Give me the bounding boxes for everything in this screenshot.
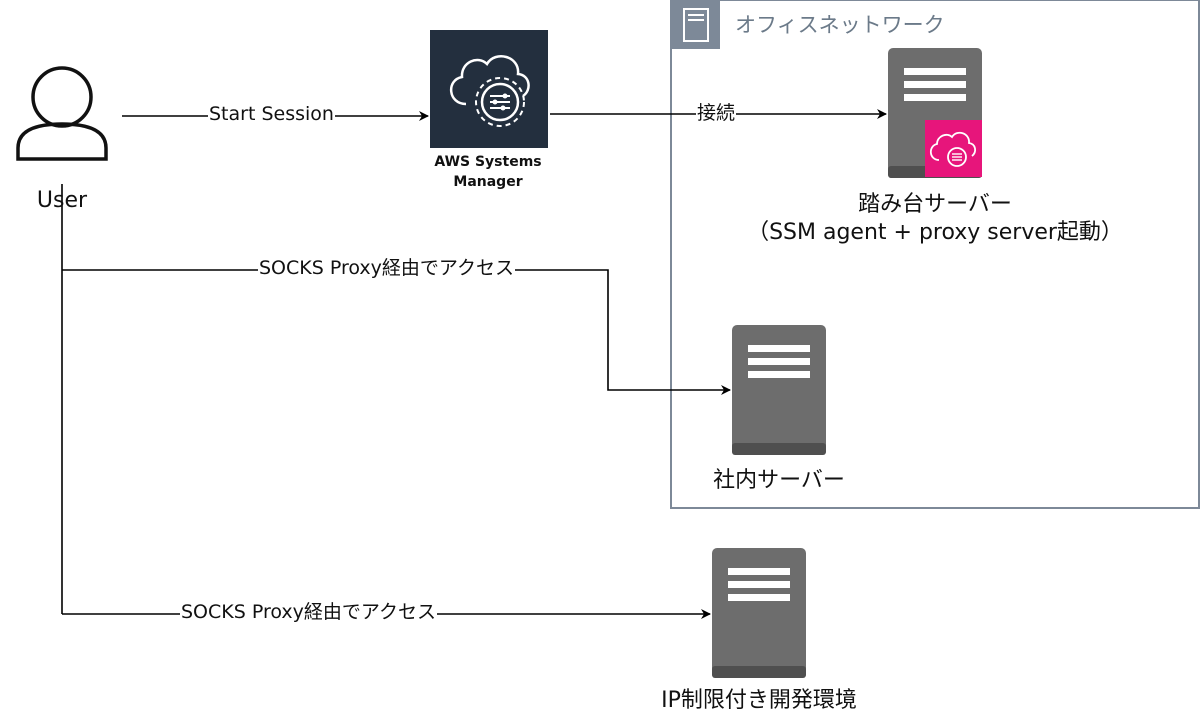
bastion-label-line1: 踏み台サーバー bbox=[858, 192, 1012, 217]
dev-environment-label: IP制限付き開発環境 bbox=[661, 688, 857, 713]
bastion-server-icon bbox=[888, 48, 982, 178]
office-network-group bbox=[670, 0, 1200, 509]
user-label: User bbox=[36, 188, 88, 213]
edge-label-connect: 接続 bbox=[696, 102, 737, 124]
bastion-label-line2: （SSM agent + proxy server起動） bbox=[747, 220, 1123, 245]
group-label: オフィスネットワーク bbox=[735, 13, 945, 37]
internal-server-label: 社内サーバー bbox=[713, 468, 845, 493]
edge-socks-internal bbox=[62, 269, 731, 395]
edge-label-start-session: Start Session bbox=[208, 103, 335, 125]
internal-server-icon bbox=[732, 325, 826, 455]
edge-label-socks-internal: SOCKS Proxy経由でアクセス bbox=[258, 257, 515, 279]
ssm-label-line2: Manager bbox=[453, 174, 523, 191]
systems-manager-badge-icon bbox=[925, 120, 982, 177]
edge-label-socks-dev: SOCKS Proxy経由でアクセス bbox=[180, 601, 437, 623]
ssm-label-line1: AWS Systems bbox=[434, 154, 542, 170]
server-rack-icon bbox=[683, 8, 709, 42]
user-icon bbox=[16, 66, 108, 161]
ssm-label: AWS Systems Manager bbox=[413, 152, 563, 193]
dev-environment-server-icon bbox=[712, 548, 806, 678]
systems-manager-icon bbox=[430, 30, 548, 148]
